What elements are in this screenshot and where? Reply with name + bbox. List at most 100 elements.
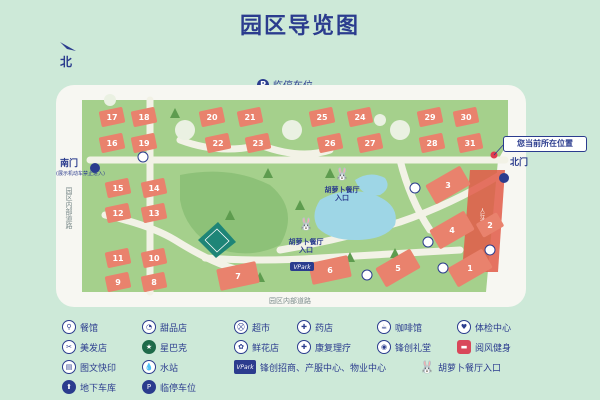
supermarket-icon: ⛒ — [234, 320, 248, 334]
underground-garage-icon: ⬆ — [62, 380, 76, 394]
building-21: 21 — [236, 107, 264, 127]
building-11: 11 — [104, 248, 132, 268]
building-number: 16 — [106, 139, 118, 148]
building-26: 26 — [316, 133, 344, 153]
basketball-court — [198, 222, 236, 258]
legend-label: 临停车位 — [160, 383, 197, 394]
legend: ⚲餐馆◔甜品店⛒超市✚药店☕咖啡馆♥体检中心✂美发店★星巴克✿鲜花店✚康复理疗◉… — [62, 320, 592, 400]
building-6: 6 — [308, 255, 352, 285]
north-arrow-icon — [60, 42, 76, 51]
building-number: 6 — [327, 266, 333, 275]
building-number: 26 — [324, 139, 336, 148]
building-27: 27 — [356, 133, 384, 153]
building-number: 19 — [138, 139, 150, 148]
legend-label: 咖啡馆 — [395, 323, 423, 334]
facility-icon — [422, 236, 434, 248]
legend-item: ⚲ 餐馆 — [62, 320, 98, 334]
pedestrian-path-label: 人行通道 — [479, 208, 485, 229]
south-road-label: 园区内部道路 — [269, 296, 311, 305]
building-9: 9 — [104, 272, 132, 292]
legend-label: 阅风健身 — [475, 343, 512, 354]
building-19: 19 — [130, 133, 158, 153]
legend-item: ♥体检中心 — [457, 320, 511, 334]
legend-item: ◔ 甜品店 — [142, 320, 187, 334]
building-number: 23 — [252, 139, 263, 148]
south-gate-note: (展示机动车禁止进入) — [56, 170, 105, 177]
south-gate-label: 南门 — [60, 157, 78, 169]
vpark-sign: VPark — [290, 262, 314, 271]
svg-text:胡萝卜餐厅: 胡萝卜餐厅 — [289, 237, 324, 246]
building-5: 5 — [375, 249, 421, 287]
legend-item: ✚药店 — [297, 320, 333, 334]
legend-label: 餐馆 — [80, 323, 99, 334]
building-number: 13 — [148, 209, 159, 218]
building-31: 31 — [456, 133, 484, 153]
legend-label: 超市 — [252, 323, 271, 334]
dessert-icon: ◔ — [142, 320, 156, 334]
legend-item: ✂ 美发店 — [62, 340, 107, 354]
map-facility-icons — [137, 151, 496, 281]
restaurant-icon: ⚲ — [62, 320, 76, 334]
compass-north-label: 北 — [60, 55, 73, 69]
facility-icon — [437, 262, 449, 274]
legend-item: 💧水站 — [142, 360, 178, 374]
building-14: 14 — [140, 178, 168, 198]
legend-item: ▤图文快印 — [62, 360, 116, 374]
building-16: 16 — [98, 133, 126, 153]
legend-label: 药店 — [315, 323, 334, 334]
building-number: 18 — [138, 113, 150, 122]
building-number: 10 — [148, 254, 160, 263]
building-2: 2 — [476, 212, 504, 238]
svg-text:VPark: VPark — [293, 264, 311, 271]
building-number: 12 — [112, 209, 123, 218]
building-number: 7 — [235, 272, 241, 281]
building-8: 8 — [140, 272, 168, 292]
building-3: 3 — [425, 166, 471, 204]
building-1: 1 — [447, 249, 493, 287]
plazas — [104, 94, 410, 140]
legend-label: 体检中心 — [475, 323, 512, 334]
building-number: 17 — [106, 113, 117, 122]
legend-label: 甜品店 — [160, 323, 188, 334]
south-gate-garage-icon — [90, 163, 100, 173]
legend-label: 康复理疗 — [315, 343, 352, 354]
building-number: 30 — [460, 113, 472, 122]
restroom-icon — [137, 151, 149, 163]
starbucks-icon: ★ — [142, 340, 156, 354]
florist-icon: ✿ — [234, 340, 248, 354]
svg-text:入口: 入口 — [334, 194, 349, 202]
rabbit-restaurant-icon: 🐰 — [419, 360, 435, 374]
building-28: 28 — [418, 133, 446, 153]
hair-salon-icon: ✂ — [62, 340, 76, 354]
building-13: 13 — [140, 203, 168, 223]
building-number: 4 — [449, 226, 455, 235]
south-gate: 南门 (展示机动车禁止进入) — [56, 157, 105, 177]
legend-label: 美发店 — [80, 343, 108, 354]
legend-label: 星巴克 — [160, 343, 188, 354]
page-title: 园区导览图 — [239, 14, 360, 39]
facility-icon — [409, 182, 421, 194]
building-12: 12 — [104, 203, 132, 223]
building-number: 2 — [487, 221, 493, 230]
svg-text:胡萝卜餐厅: 胡萝卜餐厅 — [325, 185, 360, 194]
building-30: 30 — [452, 107, 480, 127]
legend-label: 锋创招商、产服中心、物业中心 — [260, 363, 387, 374]
coffee-icon: ☕ — [377, 320, 391, 334]
building-23: 23 — [244, 133, 272, 153]
legend-item: ☕ 咖啡馆 — [377, 320, 422, 334]
legend-label: 胡萝卜餐厅入口 — [438, 363, 502, 374]
building-number: 27 — [364, 139, 375, 148]
building-7: 7 — [216, 261, 260, 291]
legend-item: ✿鲜花店 — [234, 340, 279, 354]
legend-item: ◉锋创礼堂 — [377, 340, 431, 354]
west-road-label: 园区内部道路 — [65, 187, 73, 230]
building-number: 14 — [148, 184, 160, 193]
gym-icon: ▬ — [457, 340, 471, 354]
rabbit-restaurant-icon: 🐰 — [299, 217, 314, 231]
north-gate-garage-icon — [499, 173, 509, 183]
building-18: 18 — [130, 107, 158, 127]
legend-item: 🐰胡萝卜餐厅入口 — [420, 360, 501, 374]
